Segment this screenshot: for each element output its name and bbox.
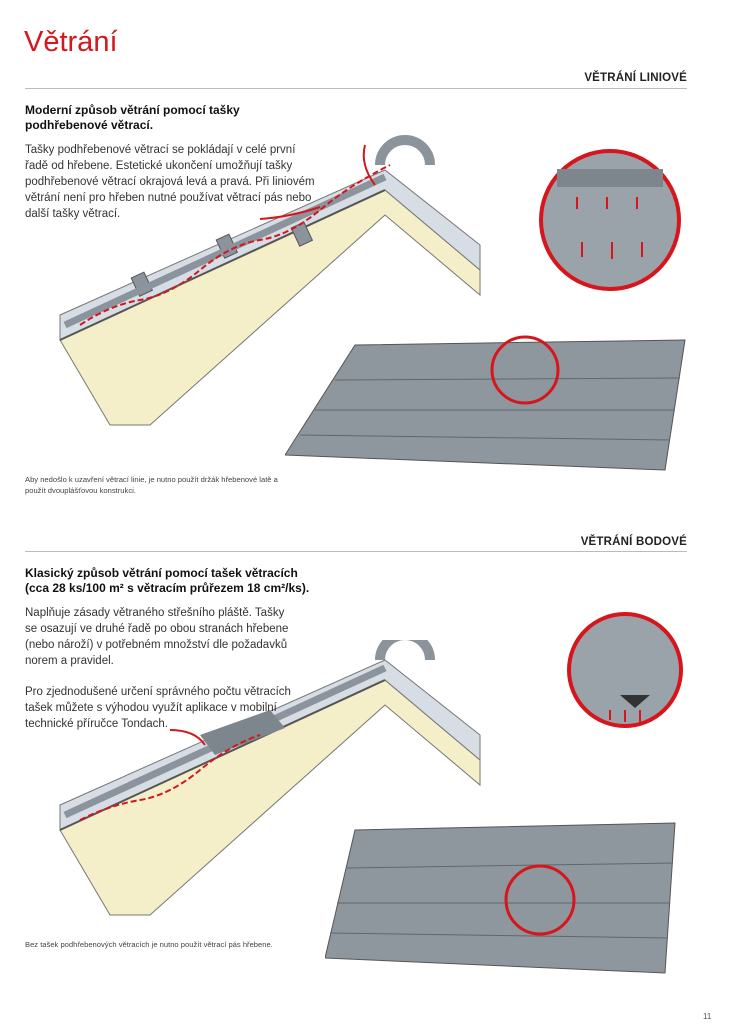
section-note: Aby nedošlo k uzavření větrací linie, je… — [25, 475, 278, 495]
section-lead: Klasický způsob větrání pomocí tašek vět… — [25, 566, 310, 595]
zoom-circle-ridge-tiles — [539, 149, 681, 291]
section-body: Naplňuje zásady větraného střešního pláš… — [25, 605, 295, 747]
tile-roof-illustration-linear — [285, 335, 686, 471]
section-body: Tašky podhřebenové větrací se pokládají … — [25, 142, 315, 237]
roof-section-illustration-linear — [59, 135, 481, 426]
paragraph: Naplňuje zásady větraného střešního pláš… — [25, 607, 289, 667]
divider — [25, 551, 687, 552]
page-title: Větrání — [24, 26, 118, 58]
section-heading-point: VĚTRÁNÍ BODOVÉ — [580, 536, 687, 548]
paragraph: Tašky podhřebenové větrací se pokládají … — [25, 144, 315, 220]
zoom-circle-vent-tile — [567, 612, 683, 728]
divider — [25, 88, 687, 89]
section-heading-linear: VĚTRÁNÍ LINIOVÉ — [584, 72, 687, 84]
section-lead: Moderní způsob větrání pomocí tašky podh… — [25, 103, 240, 132]
tile-roof-illustration-point — [325, 822, 676, 974]
page-number: 11 — [703, 1012, 712, 1021]
section-note: Bez tašek podhřebenových větracích je nu… — [25, 940, 273, 949]
roof-section-illustration-point — [59, 640, 481, 916]
paragraph: Pro zjednodušené určení správného počtu … — [25, 686, 291, 730]
